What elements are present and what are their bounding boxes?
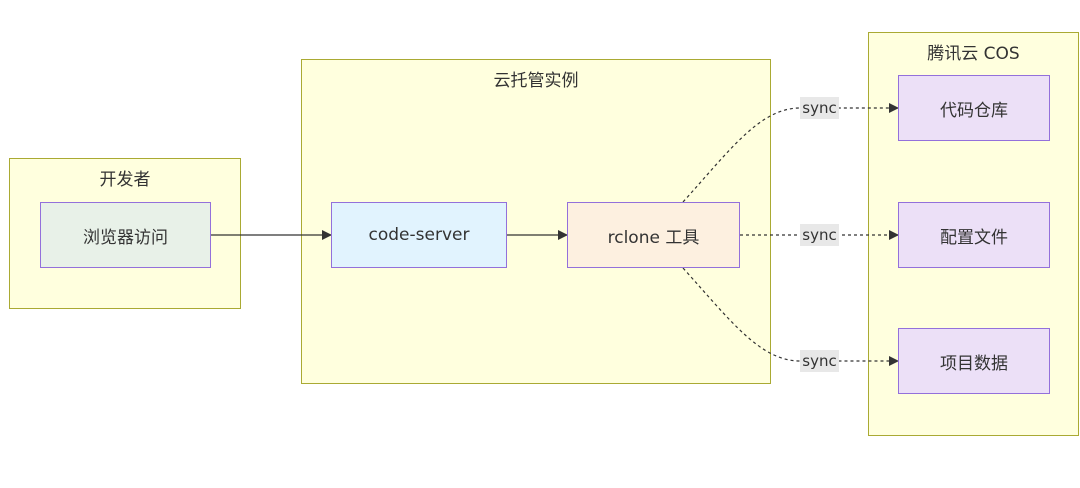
cluster-title-developer: 开发者: [99, 170, 151, 190]
edge-label-sync-code-repo: sync: [800, 97, 839, 119]
node-browser-access[interactable]: 浏览器访问: [40, 202, 211, 268]
edge-rclone-to-project-data: [682, 267, 899, 366]
node-code-server[interactable]: code-server: [331, 202, 507, 268]
node-label-project-data: 项目数据: [940, 353, 1008, 374]
node-rclone-tool[interactable]: rclone 工具: [567, 202, 740, 268]
node-label-config-files: 配置文件: [940, 227, 1008, 248]
edge-rclone-to-code-repo: [682, 103, 899, 203]
node-label-code-server: code-server: [368, 225, 470, 245]
edge-label-sync-config-files: sync: [800, 224, 839, 246]
cluster-title-tencent-cos: 腾讯云 COS: [927, 44, 1020, 64]
edge-label-sync-project-data: sync: [800, 350, 839, 372]
cluster-title-cloud-instance: 云托管实例: [493, 71, 579, 91]
node-label-browser-access: 浏览器访问: [83, 227, 168, 248]
node-label-code-repo: 代码仓库: [940, 100, 1008, 121]
node-code-repo[interactable]: 代码仓库: [898, 75, 1050, 141]
node-config-files[interactable]: 配置文件: [898, 202, 1050, 268]
node-label-rclone-tool: rclone 工具: [607, 227, 700, 248]
node-project-data[interactable]: 项目数据: [898, 328, 1050, 394]
